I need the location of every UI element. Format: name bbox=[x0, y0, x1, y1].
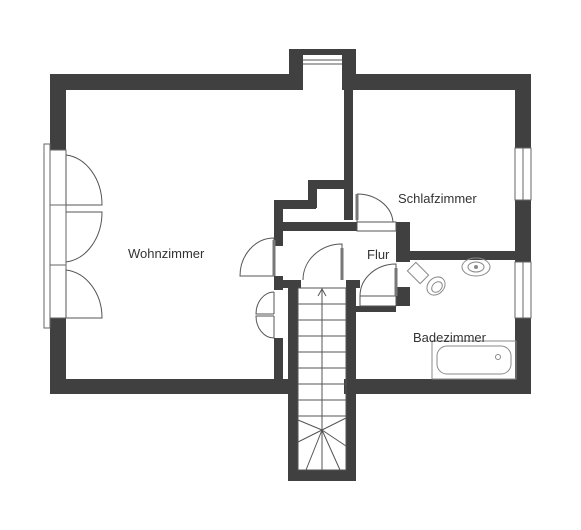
label-schlafzimmer: Schlafzimmer bbox=[398, 191, 477, 206]
wall-wohnzimmer-east-bottom bbox=[274, 338, 283, 386]
sink-icon bbox=[461, 257, 491, 277]
staircase bbox=[297, 287, 347, 471]
door-closet-1 bbox=[255, 291, 275, 315]
stair-enclosure-left bbox=[288, 280, 298, 481]
wall-bad-top bbox=[404, 251, 521, 260]
label-badezimmer: Badezimmer bbox=[413, 330, 487, 345]
chimney bbox=[303, 55, 342, 74]
door-closet-2 bbox=[255, 315, 275, 339]
exterior-walls bbox=[50, 49, 531, 481]
wall-schlafzimmer-west bbox=[344, 84, 353, 220]
wall-flur-bottom-right bbox=[346, 280, 360, 288]
toilet-icon bbox=[406, 261, 446, 296]
wall-bad-west-lower bbox=[346, 306, 396, 312]
door-flur-stair bbox=[302, 243, 343, 281]
stair-enclosure-bottom bbox=[288, 470, 356, 481]
wall-bad-west bbox=[396, 287, 410, 306]
interior-walls bbox=[274, 84, 521, 386]
bathroom-fixtures bbox=[406, 257, 517, 380]
label-wohnzimmer: Wohnzimmer bbox=[128, 246, 205, 261]
door-schlafzimmer bbox=[356, 193, 394, 223]
door-wohnzimmer-2 bbox=[65, 211, 103, 263]
wall-flur-top bbox=[274, 222, 359, 231]
wall-top-left bbox=[50, 74, 290, 90]
wall-top-right bbox=[342, 74, 531, 90]
wall-flur-step-3 bbox=[274, 200, 316, 209]
room-labels: Wohnzimmer Schlafzimmer Flur Badezimmer bbox=[128, 191, 487, 345]
door-wohnzimmer-3 bbox=[65, 269, 103, 319]
label-flur: Flur bbox=[367, 247, 390, 262]
door-leaves bbox=[272, 194, 398, 296]
wall-right bbox=[515, 74, 531, 394]
wall-bottom-right bbox=[344, 379, 531, 394]
wall-flur-bottom-left bbox=[283, 280, 301, 288]
door-wohnzimmer-flur bbox=[239, 237, 275, 277]
door-wohnzimmer-1 bbox=[65, 154, 103, 206]
windows bbox=[43, 143, 532, 329]
window-wohnzimmer bbox=[43, 143, 51, 329]
chimney-left-wall bbox=[289, 49, 303, 90]
door-badezimmer bbox=[359, 263, 397, 297]
stair-enclosure-right bbox=[346, 280, 356, 481]
wall-flur-step-2 bbox=[308, 180, 317, 208]
wall-flur-step-1 bbox=[308, 180, 352, 189]
chimney-top-wall bbox=[289, 49, 356, 55]
bathtub-icon bbox=[431, 340, 517, 380]
wall-wohnzimmer-east-lower bbox=[274, 276, 283, 290]
wall-bottom-left bbox=[50, 379, 291, 394]
